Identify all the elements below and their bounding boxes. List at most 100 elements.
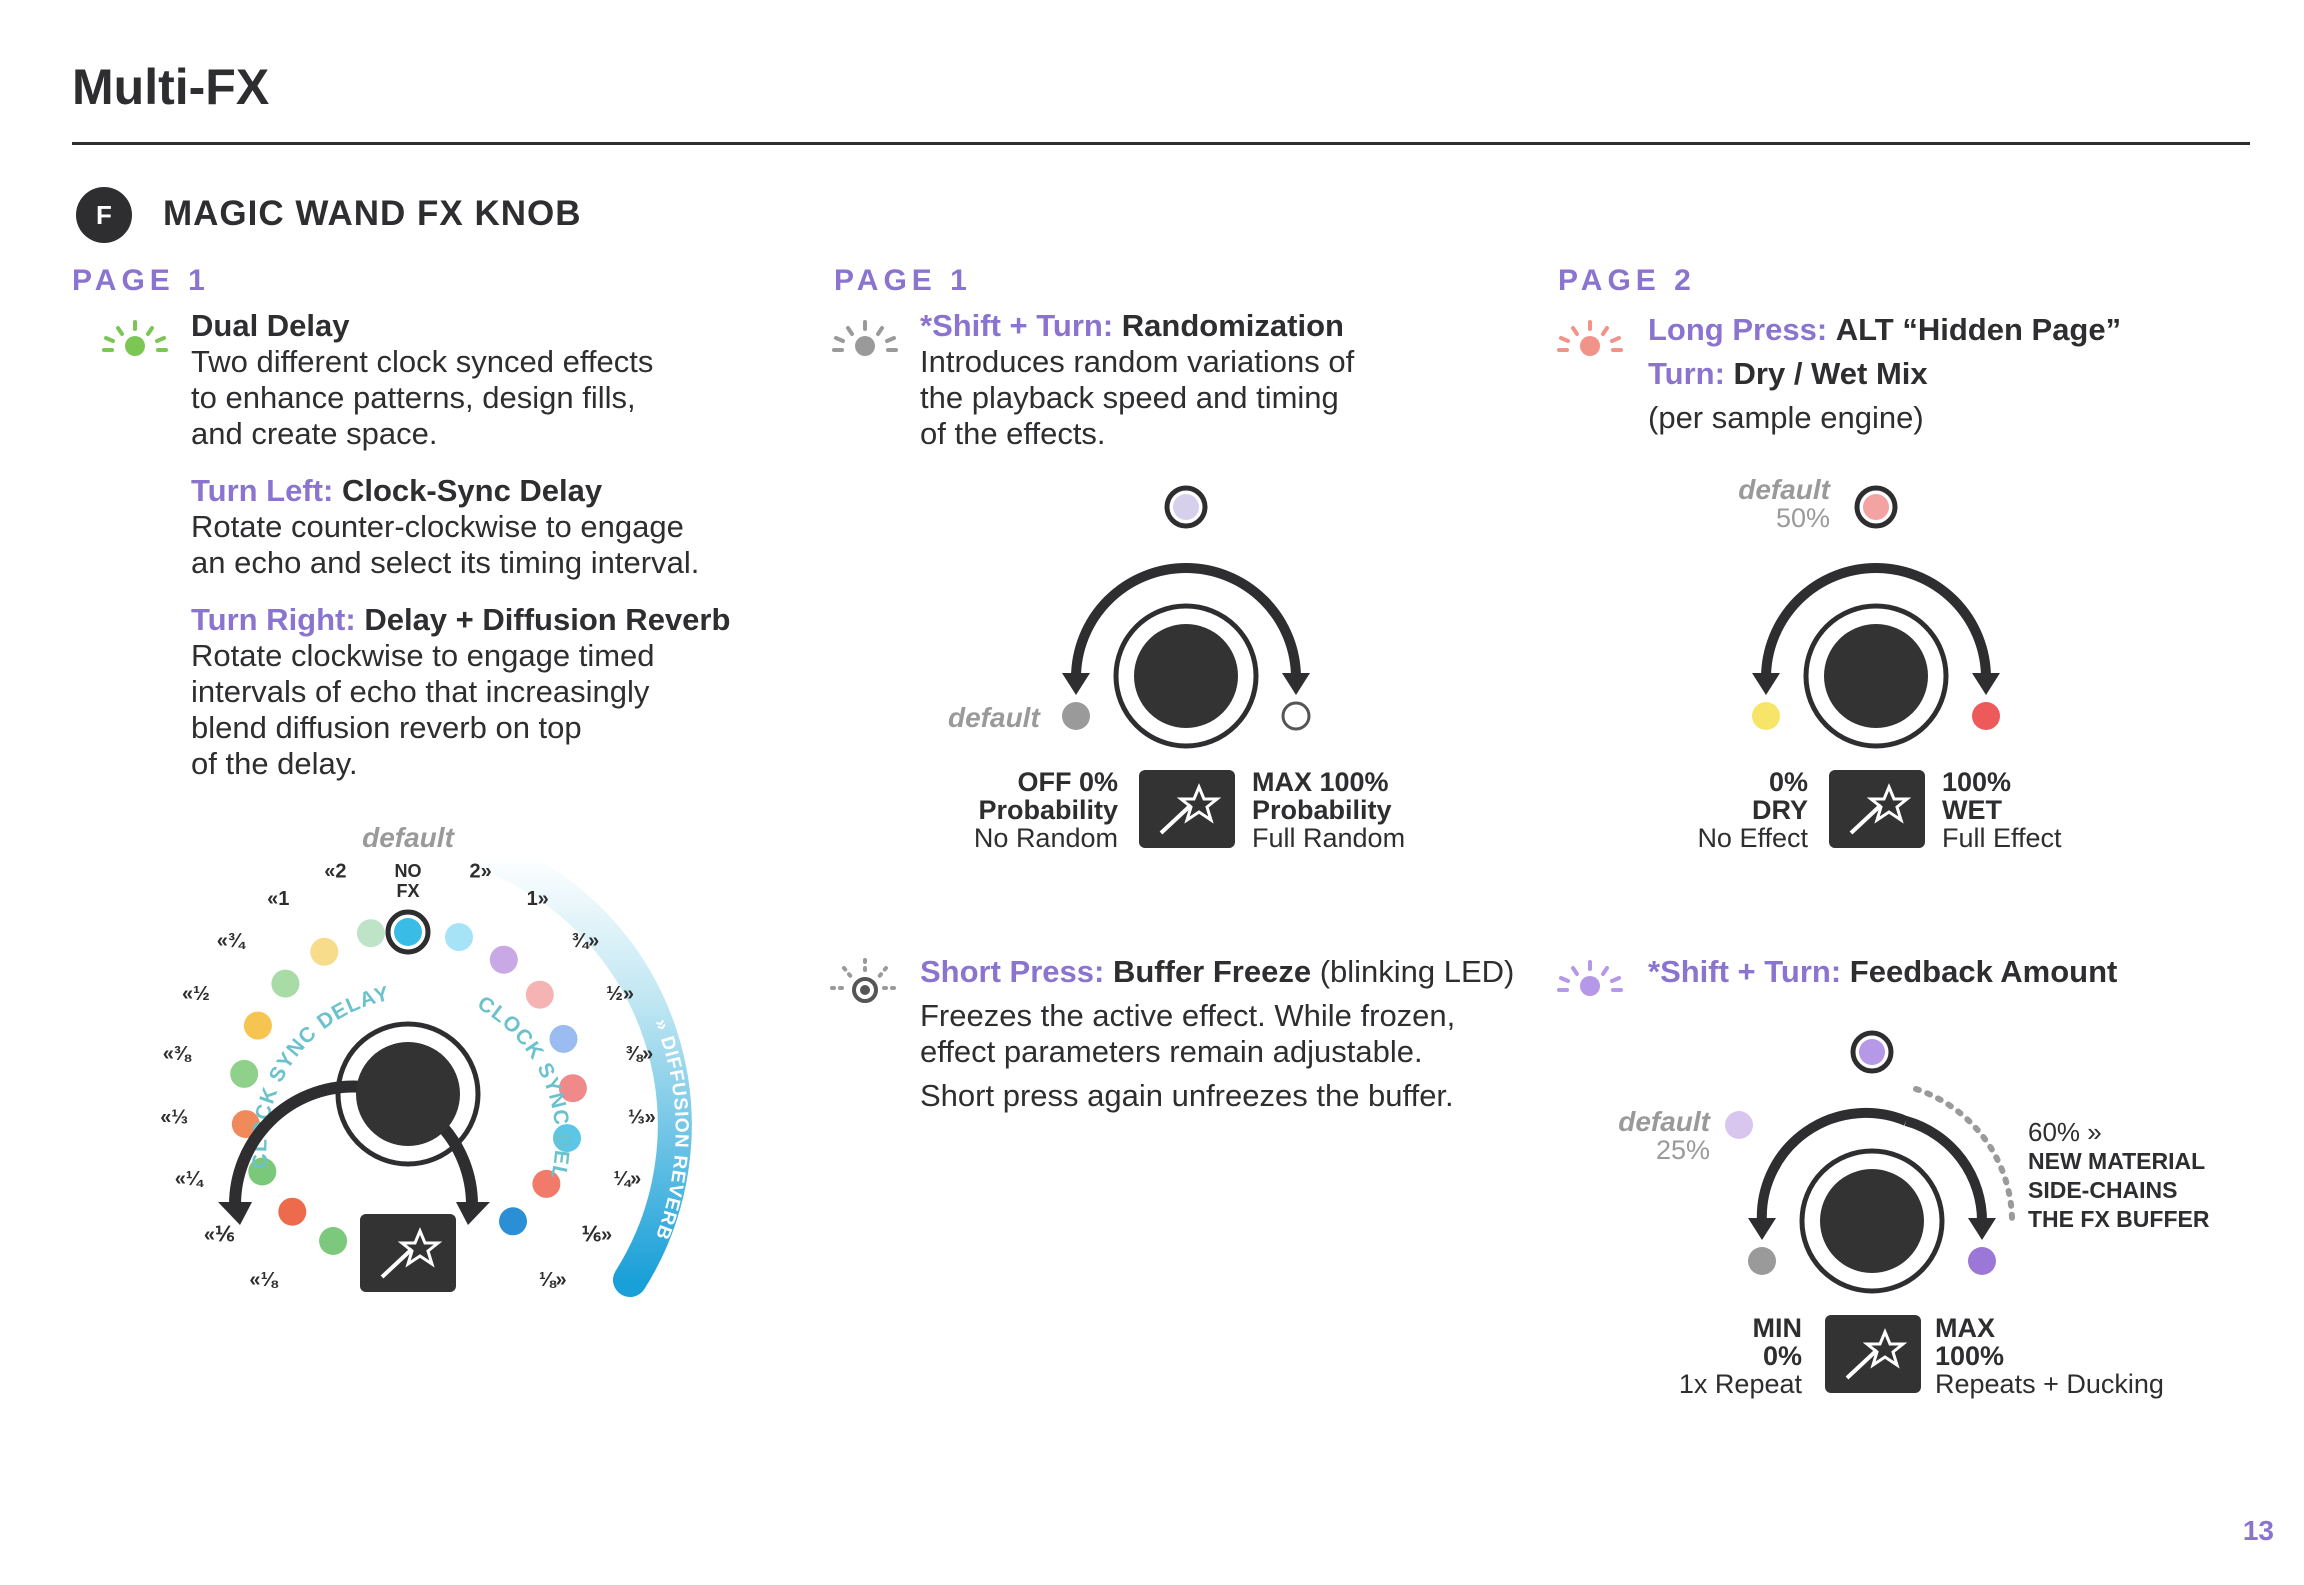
arc-arrow-right [456,1202,490,1225]
fb-dotted-arc [1913,1086,2016,1228]
left-led-9 [319,1227,348,1255]
no-fx-line-2: FX [396,881,419,901]
right-led-8 [499,1207,527,1236]
fb-note-line-3: SIDE-CHAINS [2028,1177,2178,1203]
knob-ring [335,1021,481,1167]
led-purple-icon [1557,960,1623,996]
led-blinking-icon [830,958,900,1003]
center-led-ring [385,909,431,955]
buffer-freeze-block: Short Press: Buffer Freeze (blinking LED… [920,954,1540,1114]
rand-knob-ring [1113,603,1259,749]
mix-knob-ring [1803,603,1949,749]
fb-left-sub: 1x Repeat [1678,1369,1802,1399]
rand-right-sub: Full Random [1252,823,1406,853]
buffer-freeze-suffix: (blinking LED) [1311,954,1515,989]
right-led-1 [445,923,473,952]
fb-right-top: MAX [1935,1313,1995,1343]
mix-left-labels: 0% DRY No Effect [1590,768,1808,852]
left-tick-2: «1 [267,888,289,910]
fb-arrow-right [1968,1218,1996,1240]
turn-left-line-1: Rotate counter-clockwise to engage [191,509,684,544]
left-tick-9: «⅛ [249,1269,278,1291]
dial-arc [229,1080,478,1206]
rand-right-led [1281,701,1311,731]
rand-right-top: MAX 100% [1252,767,1389,797]
mix-left-sub: No Effect [1697,823,1808,853]
dual-line-3: and create space. [191,416,438,451]
rand-left-labels: OFF 0% Probability No Random [900,768,1118,852]
turn-action: Turn: [1648,356,1725,391]
fb-left-top: MIN [1752,1313,1803,1343]
dry-wet-knob [1752,485,2000,848]
rand-right-mid: Probability [1252,795,1392,825]
fb-left-mid: 0% [1762,1341,1802,1371]
title-divider [72,142,2250,145]
left-tick-8: «⅙ [204,1224,235,1246]
randomization-line-1: Introduces random variations of [920,344,1355,379]
mix-right-mid: WET [1942,795,2002,825]
mix-knob-center [1824,624,1928,728]
rand-top-led [1173,494,1199,520]
right-tick-2: 1» [527,888,549,910]
mix-top-led-ring [1854,485,1898,529]
left-tick-group: «2«1«¾«½«⅜«⅓«¼«⅙«⅛ [160,861,346,1292]
rand-top-led-ring [1164,485,1208,529]
fb-note-line-2: NEW MATERIAL [2028,1148,2206,1174]
left-tick-7: «¼ [175,1168,205,1190]
right-led-4 [549,1024,578,1053]
fb-arc-right [1904,1116,1988,1224]
fb-default-label: default [1618,1106,1710,1137]
dual-delay-block: Dual Delay Two different clock synced ef… [191,308,811,452]
right-led-2 [489,945,518,974]
mix-left-led [1752,702,1780,730]
mix-default-label: default [1738,474,1830,505]
turn-right-block: Turn Right: Delay + Diffusion Reverb Rot… [191,602,811,782]
feedback-knob [1748,1030,2016,1393]
rand-left-led [1062,702,1090,730]
arc-arrow-left [218,1202,252,1225]
left-tick-5: «⅜ [163,1043,192,1065]
buffer-freeze-last: Short press again unfreezes the buffer. [920,1078,1454,1113]
randomization-action: *Shift + Turn: [920,308,1114,343]
fb-note-line-1: 60% » [2028,1117,2102,1147]
right-tick-7: ¼» [613,1168,641,1190]
right-tick-3: ¾» [571,930,599,952]
right-tick-4: ½» [606,983,634,1005]
fb-right-labels: MAX 100% Repeats + Ducking [1935,1314,2215,1398]
magic-wand-icon [1845,1328,1908,1380]
turn-right-line-1: Rotate clockwise to engage timed [191,638,655,673]
left-tick-6: «⅓ [160,1107,188,1129]
rand-arrow-right [1282,673,1310,695]
left-tick-3: «¾ [217,930,247,952]
rand-knob-center [1134,624,1238,728]
left-tick-1: «2 [324,861,346,883]
page-title: Multi-FX [72,59,270,115]
turn-title: Dry / Wet Mix [1733,356,1928,391]
long-press-title: ALT “Hidden Page” [1835,312,2122,347]
turn-left-line-2: an echo and select its timing interval. [191,545,700,580]
led-red-icon [1557,320,1623,356]
left-led-group [230,919,385,1255]
col2-page-label: PAGE 1 [834,264,972,297]
turn-subtitle: (per sample engine) [1648,400,1924,435]
mix-right-top: 100% [1942,767,2012,797]
rand-right-labels: MAX 100% Probability Full Random [1252,768,1492,852]
mix-default-pct: 50% [1775,503,1830,533]
led-green-icon [102,320,168,356]
mix-right-labels: 100% WET Full Effect [1942,768,2182,852]
left-led-4 [243,1011,272,1040]
col3-page-label: PAGE 2 [1558,264,1696,297]
fb-arc [1756,1107,1908,1224]
fb-arrow-left [1748,1218,1776,1240]
no-fx-line-1: NO [395,861,422,881]
randomization-title: Randomization [1121,308,1344,343]
rand-arc [1071,563,1301,679]
turn-right-line-3: blend diffusion reverb on top [191,710,582,745]
right-led-5 [558,1074,587,1103]
buffer-freeze-line-1: Freezes the active effect. While frozen, [920,998,1456,1033]
left-led-6 [231,1110,260,1139]
section-badge: F [76,187,132,243]
left-led-8 [278,1197,307,1226]
randomization-line-2: the playback speed and timing [920,380,1339,415]
reverb-band [473,838,692,1297]
